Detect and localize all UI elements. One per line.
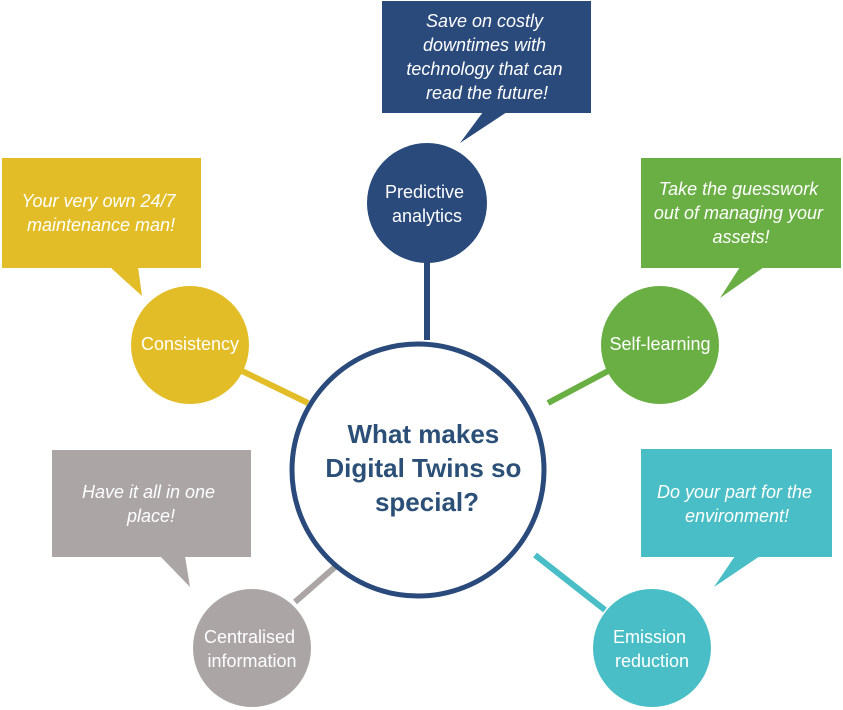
callout-centralised: Have it all in one place!	[52, 450, 251, 587]
svg-text:Do your part for the env: Do your part for the environment!	[657, 482, 817, 526]
callout-self-learning: Take the guesswork out of managing your …	[641, 158, 841, 298]
node-self-learning: Self-learning	[601, 286, 719, 404]
node-emission-reduction: Emission reduction	[593, 589, 711, 707]
connector-emission	[533, 552, 607, 613]
node-centralised-information: Centralised information	[193, 589, 311, 707]
svg-text:Consistency: Consistency	[141, 334, 239, 354]
svg-text:Save on costly downtimes: Save on costly downtimes with technology…	[406, 11, 567, 103]
connector-self-learning	[546, 367, 612, 406]
callout-emission: Do your part for the environment!	[641, 449, 832, 587]
node-predictive-analytics: Predictive analytics	[367, 143, 487, 263]
svg-text:Predictive analytics: Predictive analytics	[385, 182, 469, 226]
node-consistency: Consistency	[131, 286, 249, 404]
svg-text:Self-learning: Self-learning	[609, 334, 710, 354]
svg-text:Centralised information: Centralised information	[204, 627, 300, 671]
connector-centralised	[293, 564, 337, 605]
center-circle	[289, 341, 547, 599]
svg-text:Your very own 24/7 maint: Your very own 24/7 maintenance man!	[21, 191, 180, 235]
svg-text:Emission reduction: Emission reduction	[613, 627, 691, 671]
connector-consistency	[238, 367, 310, 406]
callout-predictive: Save on costly downtimes with technology…	[382, 1, 591, 143]
center-title: What makes Digital Twins so special?	[325, 419, 528, 517]
svg-text:Have it all in one place: Have it all in one place!	[82, 482, 220, 526]
callout-consistency: Your very own 24/7 maintenance man!	[2, 158, 201, 296]
svg-text:Take the guesswork out o: Take the guesswork out of managing your …	[654, 179, 828, 247]
